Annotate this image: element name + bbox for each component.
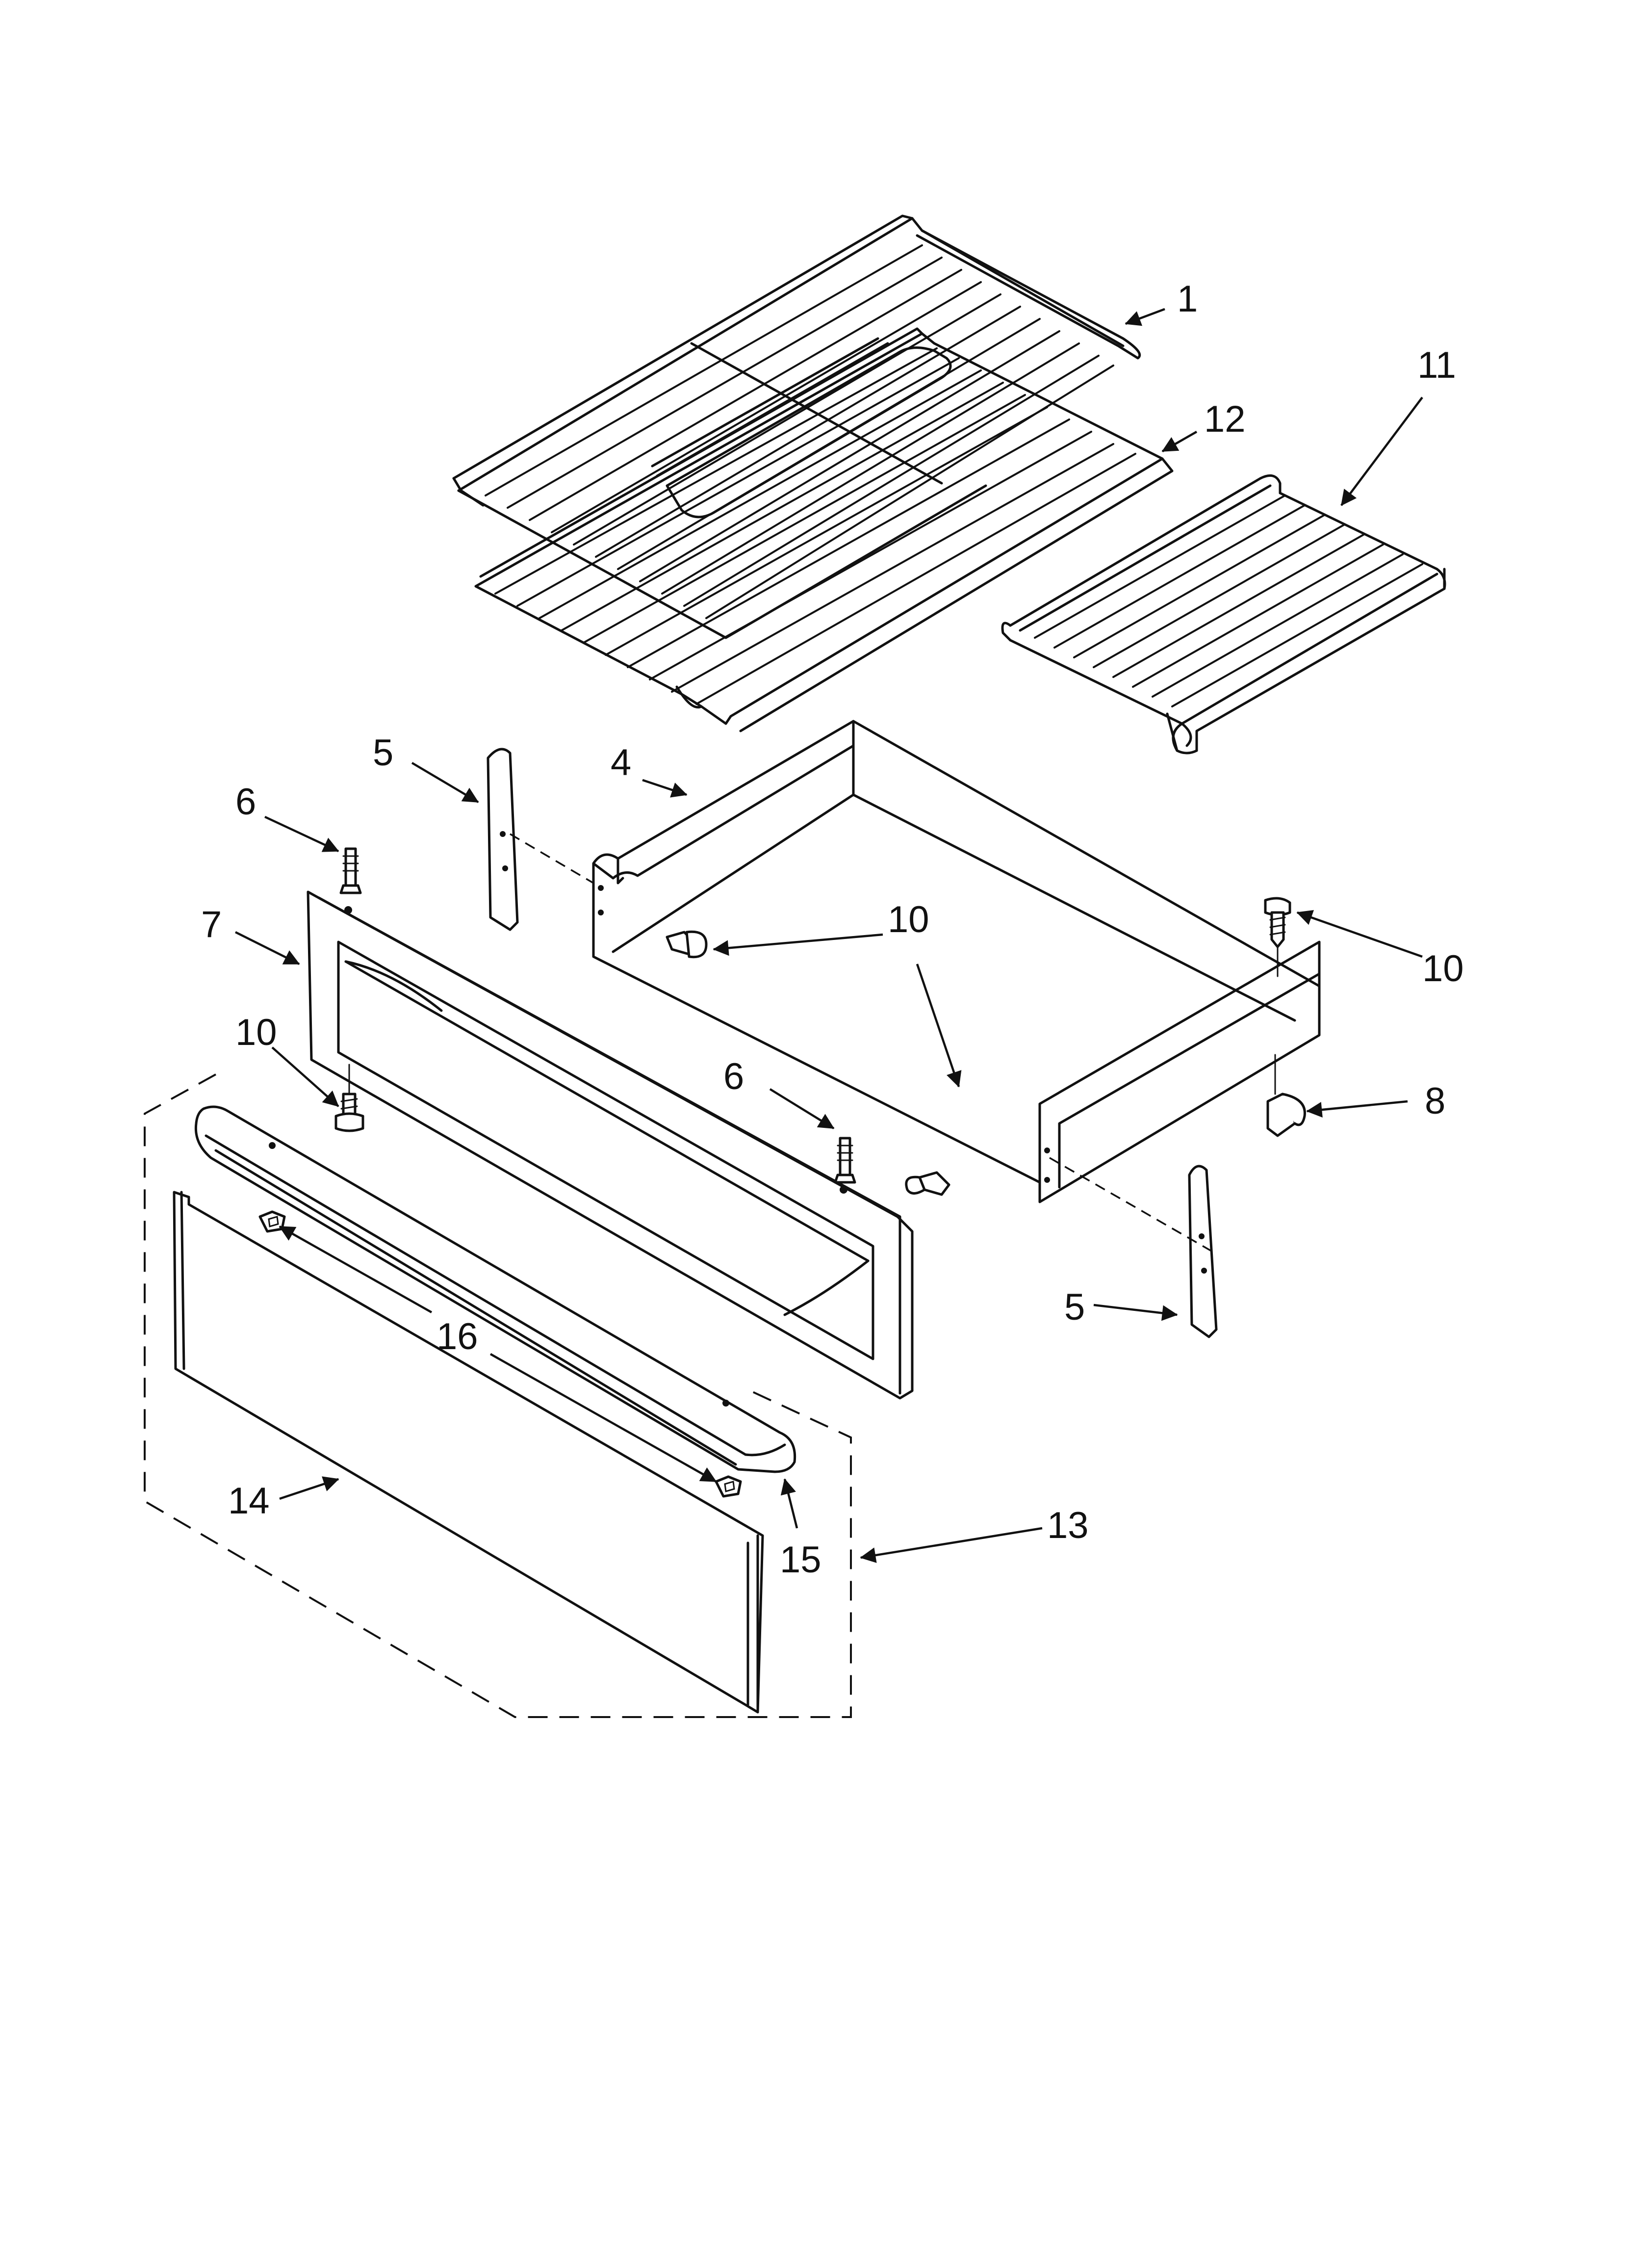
callout-8: 8 [1425, 1080, 1445, 1122]
callout-16: 16 [436, 1316, 478, 1357]
callout-6-bottom: 6 [723, 1056, 744, 1097]
callout-11: 11 [1417, 344, 1456, 386]
drawer-slide-part-5-left [487, 748, 519, 931]
callout-5-top: 5 [373, 732, 393, 774]
clip-part-8 [1266, 1054, 1306, 1137]
callout-14: 14 [228, 1480, 270, 1522]
callout-12: 12 [1204, 398, 1246, 440]
kit-outline-part-13 [144, 1073, 852, 1718]
callout-10-left: 10 [235, 1012, 277, 1053]
half-rack-part-11 [1001, 474, 1446, 755]
screw-part-6-left [339, 847, 362, 894]
callout-10-center: 10 [888, 899, 929, 940]
screw-part-10-d [334, 1064, 364, 1132]
oven-rack-part-12 [474, 327, 1174, 732]
drawer-tray-part-4 [592, 720, 1321, 1203]
screw-part-6-right [834, 1137, 856, 1184]
drawer-slide-part-5-right [1188, 1165, 1218, 1338]
callout-4: 4 [611, 742, 631, 783]
callout-5-bottom: 5 [1064, 1286, 1085, 1328]
callout-10-right: 10 [1422, 948, 1464, 990]
screw-part-10-b [905, 1171, 950, 1196]
front-panel-part-14 [173, 1191, 764, 1714]
clip-part-16-left [258, 1210, 286, 1233]
clip-part-16-right [715, 1475, 742, 1498]
callout-7: 7 [201, 904, 222, 945]
callout-6-top: 6 [235, 781, 256, 823]
callout-1: 1 [1177, 278, 1198, 320]
screw-part-10-a [666, 930, 708, 959]
callout-13: 13 [1047, 1505, 1089, 1546]
drawer-panel-part-7 [307, 890, 914, 1400]
handle-part-15 [194, 1105, 796, 1473]
callout-labels: 1 12 11 4 5 6 7 10 10 10 6 8 5 16 14 15 … [201, 278, 1464, 1581]
callout-15: 15 [780, 1539, 821, 1581]
leader-lines [234, 308, 1423, 1563]
screw-part-10-c [1264, 897, 1291, 977]
